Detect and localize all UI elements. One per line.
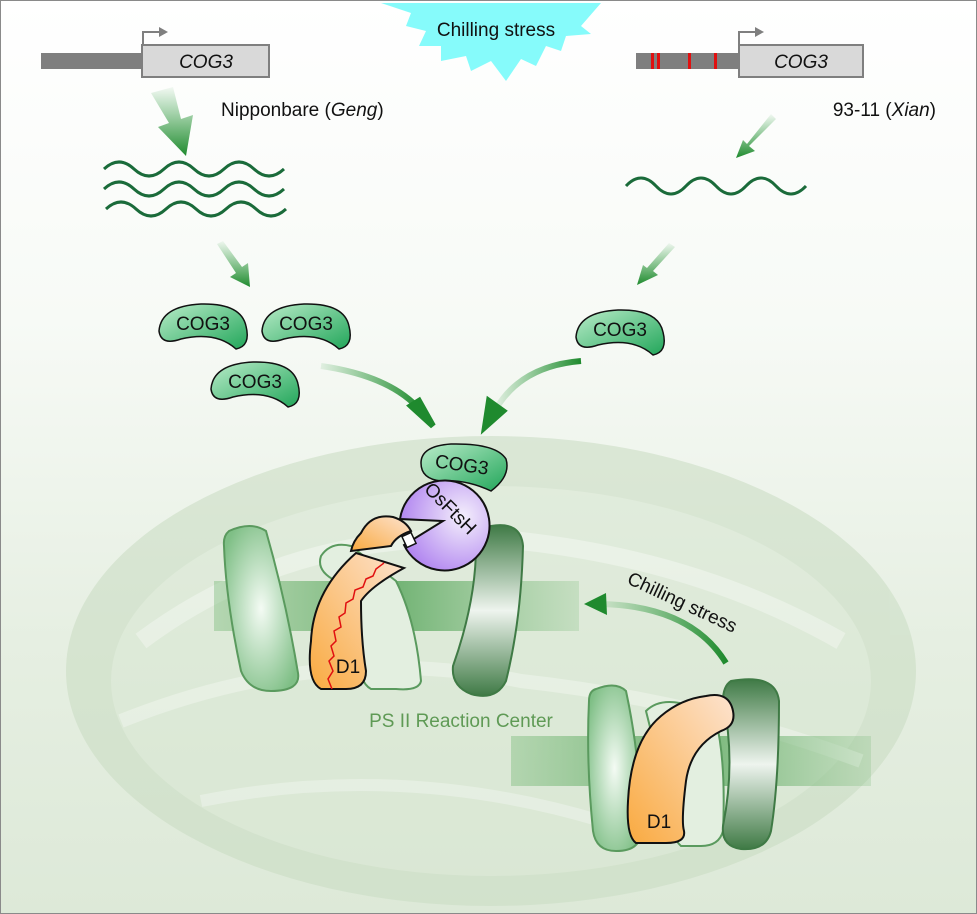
psii-reaction-center-intact: D1 <box>511 678 871 853</box>
mutation-mark <box>714 53 717 69</box>
gene-nipponbare: COG3 <box>41 27 270 78</box>
transcription-arrow-high <box>151 87 193 156</box>
mutation-mark <box>688 53 691 69</box>
gene-name: COG3 <box>179 52 233 73</box>
svg-text:COG3: COG3 <box>593 320 647 341</box>
mutation-mark <box>657 53 660 69</box>
svg-text:COG3: COG3 <box>176 314 230 335</box>
osftsh-protease: OsFtsH <box>398 479 491 572</box>
svg-text:D1: D1 <box>336 657 360 678</box>
cog3-protein: COG3 <box>261 303 351 350</box>
mutation-mark <box>651 53 654 69</box>
translation-arrow-left <box>217 241 250 287</box>
chilling-stress-label: Chilling stress <box>437 20 555 41</box>
cultivar-label-nipponbare: Nipponbare (Geng) <box>221 100 384 121</box>
chilling-stress-burst: Chilling stress <box>381 3 601 81</box>
promoter-arrow-icon <box>142 31 161 45</box>
transcription-arrow-low <box>736 114 776 158</box>
cultivar-label-93-11: 93-11 (Xian) <box>833 100 936 121</box>
curved-arrow-right <box>493 358 582 411</box>
cog3-protein: COG3 <box>158 303 248 350</box>
chilling-stress-arrow <box>600 601 729 665</box>
cog3-protein-bound: COG3 <box>420 443 508 492</box>
svg-text:D1: D1 <box>647 812 671 833</box>
mrna-high <box>102 160 288 218</box>
svg-text:COG3: COG3 <box>279 314 333 335</box>
cog3-protein: COG3 <box>575 309 665 356</box>
svg-text:COG3: COG3 <box>228 372 282 393</box>
translation-arrow-right <box>637 243 675 285</box>
ps-ii-reaction-center-label: PS II Reaction Center <box>369 711 553 732</box>
promoter-arrow-icon <box>738 31 757 45</box>
curved-arrow-left <box>320 363 424 413</box>
gene-name: COG3 <box>774 52 828 73</box>
psii-reaction-center: D1 <box>214 515 579 697</box>
cog3-protein: COG3 <box>210 361 300 408</box>
damage-line <box>327 562 385 690</box>
d1-fragment <box>349 515 413 553</box>
d1-protein-intact <box>626 694 735 844</box>
mrna-low <box>624 176 808 196</box>
gene-93-11: COG3 <box>636 27 864 78</box>
